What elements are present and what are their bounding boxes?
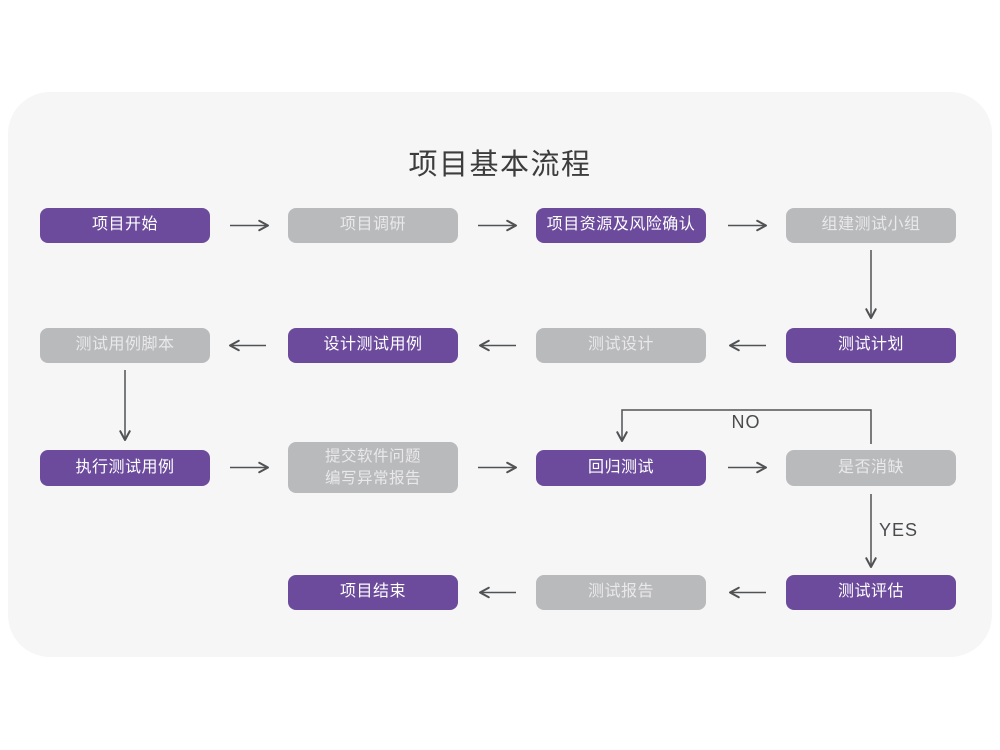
node-project-start: 项目开始	[40, 208, 210, 243]
node-resource-risk: 项目资源及风险确认	[536, 208, 706, 243]
flowchart-card	[8, 92, 992, 657]
node-design-cases: 设计测试用例	[288, 328, 458, 363]
node-build-team: 组建测试小组	[786, 208, 956, 243]
page-title: 项目基本流程	[408, 149, 592, 181]
node-test-evaluate: 测试评估	[786, 575, 956, 610]
node-project-end: 项目结束	[288, 575, 458, 610]
node-execute-cases: 执行测试用例	[40, 450, 210, 486]
no-branch-label: NO	[731, 412, 761, 432]
node-case-script: 测试用例脚本	[40, 328, 210, 363]
node-regression: 回归测试	[536, 450, 706, 486]
node-test-plan: 测试计划	[786, 328, 956, 363]
node-project-research: 项目调研	[288, 208, 458, 243]
node-test-design: 测试设计	[536, 328, 706, 363]
node-submit-issues: 提交软件问题 编写异常报告	[288, 442, 458, 493]
node-test-report: 测试报告	[536, 575, 706, 610]
yes-branch-label: YES	[879, 520, 919, 540]
node-defect-cleared: 是否消缺	[786, 450, 956, 486]
